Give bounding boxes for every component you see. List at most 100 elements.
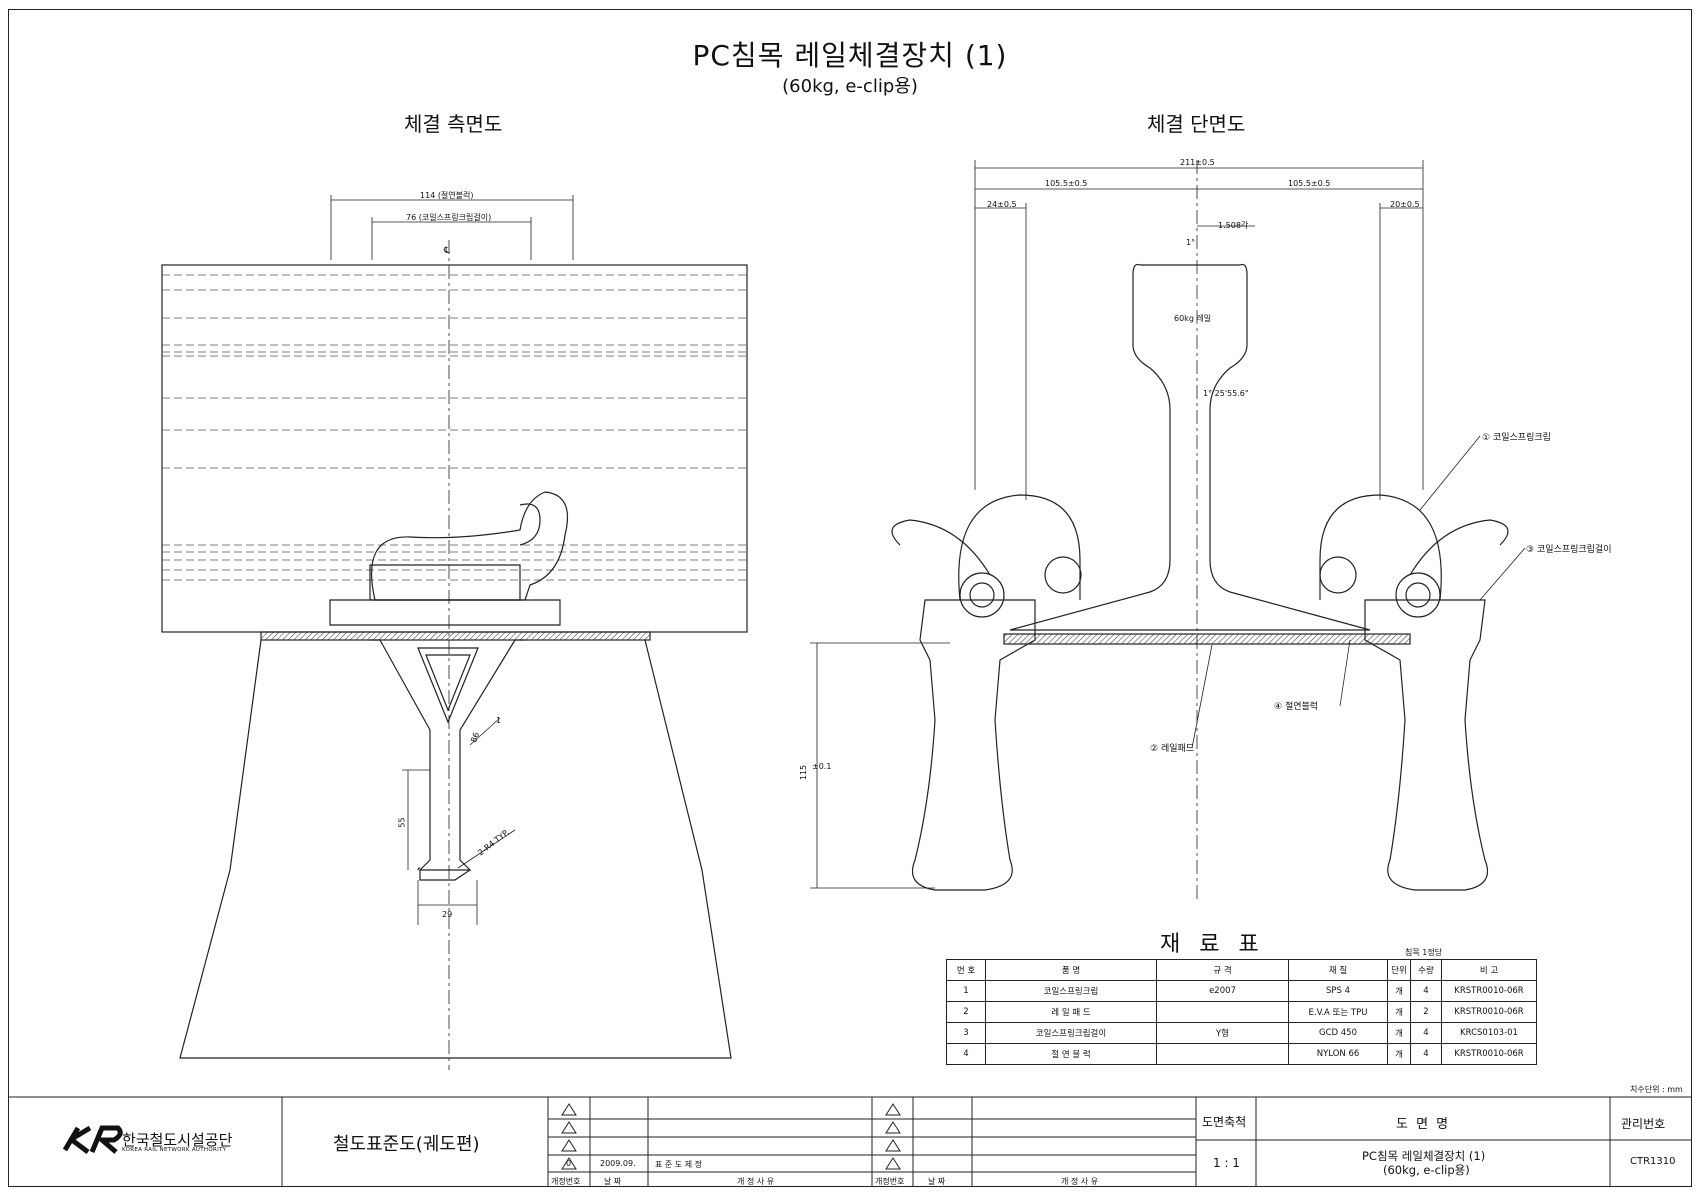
cell: E.V.A 또는 TPU [1288,1001,1388,1023]
cell: KRSTR0010-06R [1441,1001,1537,1023]
col-unit: 단위 [1387,959,1411,981]
table-row: 4 절 연 블 럭 NYLON 66 개 4 KRSTR0010-06R [946,1043,1537,1065]
dim-211: 211±0.5 [1180,158,1215,167]
dim-angle: 1° 25'55.6" [1203,389,1249,398]
dim-deg1: 1° [1186,238,1196,247]
drawing-name-line2: (60kg, e-clip용) [1383,1163,1470,1177]
dim-105-right: 105.5±0.5 [1288,179,1331,188]
dim-114: 114 (절연블럭) [420,191,474,200]
cell: KRSTR0010-06R [1441,1043,1537,1065]
dim-105-left: 105.5±0.5 [1045,179,1088,188]
dim-1508: 1.508각 [1218,221,1249,230]
cell: 코일스프링크립걸이 [985,1022,1157,1044]
dim-115-tol: ±0.1 [812,762,832,771]
dim-one: 1 [496,716,502,725]
rail-label: 60kg 레일 [1174,314,1212,323]
cell: 2 [1410,1001,1442,1023]
standard-name: 철도표준도(궤도편) [333,1134,480,1155]
scale-header: 도면축척 [1202,1115,1247,1129]
cell: 2 [946,1001,986,1023]
table-row: 2 레 일 패 드 E.V.A 또는 TPU 개 2 KRSTR0010-06R [946,1001,1537,1023]
col-no: 번 호 [946,959,986,981]
materials-note: 침목 1정당 [1405,948,1443,957]
cell: 개 [1387,1001,1411,1023]
rev-no-header-right: 개정번호 [875,1177,905,1186]
table-row: 3 코일스프링크립걸이 Y형 GCD 450 개 4 KRCS0103-01 [946,1022,1537,1044]
cell: GCD 450 [1288,1022,1388,1044]
col-remark: 비 고 [1441,959,1537,981]
sleeper-trapezoid [179,639,732,1059]
side-view-label: 체결 측면도 [404,112,503,136]
dim-76: 76 (코일스프링크립걸이) [406,213,492,222]
dim-29: 29 [442,910,453,919]
callout-3: ③ 코일스프링크립걸이 [1526,542,1611,555]
rev-date: 2009.09. [600,1159,636,1168]
rev-no-header-left: 개정번호 [551,1177,581,1186]
reason-header-right: 개 정 사 유 [1061,1177,1099,1186]
cell: 개 [1387,1043,1411,1065]
callout-2-num: ② [1150,744,1159,754]
section-view-label: 체결 단면도 [1147,112,1246,136]
drawing-subtitle: (60kg, e-clip용) [782,76,918,97]
cell: 개 [1387,1022,1411,1044]
cell: 3 [946,1022,986,1044]
org-name: 한국철도시설공단 [122,1131,233,1149]
date-header-right: 날 짜 [928,1177,946,1186]
cell: 개 [1387,980,1411,1002]
unit-note: 치수단위 : mm [1630,1085,1683,1094]
materials-title: 재 료 표 [1160,932,1265,957]
drawing-name-line1: PC침목 레일체결장치 (1) [1362,1149,1486,1163]
col-name: 품 명 [985,959,1157,981]
mgmt-header: 관리번호 [1621,1117,1666,1131]
cell: 4 [1410,1022,1442,1044]
sheet-border [8,9,1692,1187]
left-shoulder [911,599,1036,891]
cell: 4 [946,1043,986,1065]
cell: 4 [1410,980,1442,1002]
materials-header-row: 번 호 품 명 규 격 재 질 단위 수량 비 고 [946,959,1537,981]
cell: Y형 [1156,1022,1289,1044]
callout-1: ① 코일스프링크립 [1482,430,1551,443]
org-sub: KOREA RAIL NETWORK AUTHORITY [122,1147,227,1153]
sleeper-block [161,264,748,633]
cell: KRCS0103-01 [1441,1022,1537,1044]
dim-24: 24±0.5 [987,200,1017,209]
mgmt-number: CTR1310 [1630,1156,1676,1167]
col-qty: 수량 [1410,959,1442,981]
callout-4: ④ 절연블럭 [1274,699,1318,712]
right-shoulder [1364,599,1489,891]
reason-header-left: 개 정 사 유 [737,1177,775,1186]
cell [1156,1001,1289,1023]
dim-115: 115 [799,764,809,781]
scale-value: 1 : 1 [1213,1156,1240,1170]
rail-profile [1009,263,1371,631]
callout-2: ② 레일패드 [1150,741,1194,754]
cell: 4 [1410,1043,1442,1065]
col-spec: 규 격 [1156,959,1289,981]
drawing-name-header: 도 면 명 [1396,1117,1451,1132]
drawing-title: PC침목 레일체결장치 (1) [692,39,1008,72]
kr-logo-mark [62,1125,123,1154]
dim-55: 55 [397,817,407,828]
cell: 레 일 패 드 [985,1001,1157,1023]
callout-2-label: 레일패드 [1160,744,1195,754]
cell: 절 연 블 럭 [985,1043,1157,1065]
dim-20: 20±0.5 [1390,200,1420,209]
cell [1156,1043,1289,1065]
rev-mark: 0 [566,1159,572,1168]
cell: KRSTR0010-06R [1441,980,1537,1002]
callout-1-label: 코일스프링크립 [1492,433,1551,443]
callout-1-num: ① [1482,433,1491,443]
col-material: 재 질 [1288,959,1388,981]
callout-4-num: ④ [1274,702,1283,712]
date-header-left: 날 짜 [604,1177,622,1186]
cell: e2007 [1156,980,1289,1002]
cell: SPS 4 [1288,980,1388,1002]
callout-3-num: ③ [1526,545,1535,555]
side-view [161,195,748,1070]
table-row: 1 코일스프링크립 e2007 SPS 4 개 4 KRSTR0010-06R [946,980,1537,1002]
cell: 1 [946,980,986,1002]
materials-table: 번 호 품 명 규 격 재 질 단위 수량 비 고 1 코일스프링크립 e200… [946,959,1537,1065]
